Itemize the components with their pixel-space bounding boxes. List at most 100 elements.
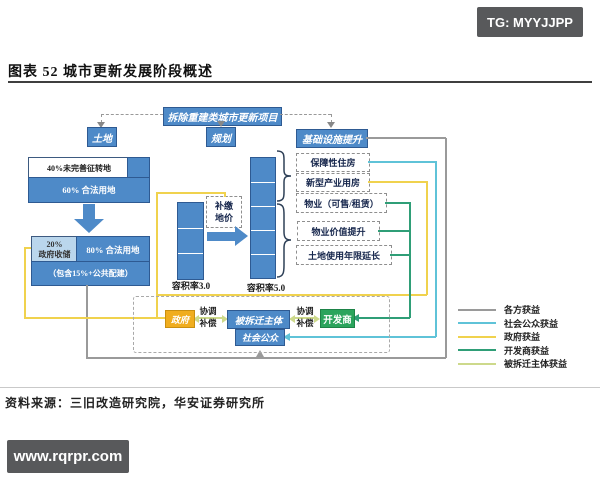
ratio-arrow-shaft — [207, 232, 235, 241]
party-government: 政府 — [165, 310, 195, 328]
gov-reserve-name: 政府收储 — [38, 249, 71, 259]
compensation-arrow-right-icon — [314, 314, 320, 323]
compensation-label-1: 协调 补偿 — [196, 305, 220, 329]
benefit-line-gov-left-v — [24, 247, 26, 318]
outcome-land-term-extension: 土地使用年限延长 — [296, 245, 392, 265]
public-arrow-left-icon — [283, 333, 290, 341]
outcome-property-value-up: 物业价值提升 — [297, 221, 380, 241]
party-public: 社会公众 — [235, 329, 285, 346]
source-line: 资料来源：三旧改造研究院，华安证券研究所 — [5, 396, 266, 410]
land-before-legal: 60% 合法用地 — [28, 177, 150, 203]
stage-infrastructure: 基础设施提升 — [296, 129, 368, 148]
benefit-line-dev-v — [409, 202, 411, 318]
benefit-line-all-right-v — [445, 138, 447, 358]
compensation-line-dev — [292, 317, 316, 319]
land-after-note: （包含15%+公共配建） — [31, 261, 150, 286]
legend-label-gov: 政府获益 — [504, 332, 541, 342]
tg-badge: TG: MYYJJPP — [477, 7, 583, 37]
benefit-line-gov-cross-h — [157, 294, 427, 296]
compensation-label-2: 协调 补偿 — [293, 305, 317, 329]
party-developer: 开发商 — [320, 309, 355, 328]
party-demolished-subject: 被拆迁主体 — [227, 310, 290, 329]
benefit-line-gov-bottom-h — [24, 317, 165, 319]
legend-item-dev: 开发商获益 — [458, 344, 549, 357]
title-underline — [8, 81, 592, 83]
dashed-connector-infra-h — [280, 114, 331, 115]
comp2-line2: 补偿 — [296, 318, 314, 328]
developer-arrow-left-icon — [352, 314, 359, 322]
premium-line1: 补缴 — [214, 201, 233, 211]
outcome-new-industry-space: 新型产业用房 — [296, 173, 370, 192]
compensation-arrow-left-icon — [289, 314, 295, 323]
tower-cell-divider — [178, 253, 203, 254]
legend-line-dev — [458, 349, 496, 351]
tower-plot-ratio-3 — [177, 202, 204, 280]
benefit-line-all-top-h — [366, 137, 446, 139]
benefit-line-dev-term-h — [390, 254, 410, 256]
legend-label-public: 社会公众获益 — [504, 318, 559, 329]
ratio-arrow-right-icon — [235, 226, 248, 246]
stakeholders-container — [133, 296, 390, 353]
legend-label-dev: 开发商获益 — [504, 345, 550, 356]
tower-cell-divider — [178, 228, 203, 229]
arrow-down-planning-icon — [217, 121, 225, 127]
premium-line2: 地价 — [214, 213, 233, 223]
benefit-line-gov-stub — [25, 247, 31, 249]
tower-cell-divider — [251, 254, 275, 255]
footer-divider — [0, 387, 600, 388]
transform-arrow-down-icon — [74, 219, 104, 233]
comp2-line1: 协调 — [296, 306, 314, 316]
legend-line-all — [458, 308, 496, 311]
compensation-arrow-right-icon — [222, 314, 228, 323]
dashed-connector-infra-v — [331, 114, 332, 123]
land-premium-box: 补缴地价 — [206, 196, 242, 228]
dashed-connector-land-h — [101, 114, 163, 115]
legend-line-gov — [458, 335, 496, 338]
legend-label-all: 各方获益 — [504, 305, 541, 315]
compensation-arrow-left-icon — [193, 314, 199, 323]
outcome-affordable-housing: 保障性住房 — [296, 153, 370, 172]
benefit-line-public-top — [368, 161, 436, 163]
legend-item-gov: 政府获益 — [458, 330, 540, 343]
comp1-line1: 协调 — [199, 306, 217, 316]
benefit-line-gov-premium-h — [157, 192, 225, 194]
site-badge: www.rqrpr.com — [7, 440, 129, 473]
compensation-line-gov — [197, 317, 224, 319]
arrow-down-land-icon — [97, 122, 105, 128]
dashed-connector-land-v — [101, 114, 102, 123]
comp1-line2: 补偿 — [199, 318, 217, 328]
legend-line-public — [458, 322, 496, 324]
tower-plot-ratio-5 — [250, 157, 276, 279]
gov-reserve-pct: 20% — [46, 239, 63, 249]
stage-land: 土地 — [87, 127, 117, 147]
tower-cell-divider — [251, 206, 275, 207]
plot-ratio-after-label: 容积率5.0 — [246, 283, 286, 293]
benefit-line-dev-value-h — [378, 230, 410, 232]
legend-item-all: 各方获益 — [458, 303, 540, 316]
tower-cell-divider — [251, 230, 275, 231]
legend-label-demolished: 被拆迁主体获益 — [504, 359, 568, 369]
figure-title: 图表 52 城市更新发展阶段概述 — [8, 65, 213, 80]
legend-item-public: 社会公众获益 — [458, 317, 558, 330]
tower-cell-divider — [251, 182, 275, 183]
legend-line-demolished — [458, 362, 496, 365]
arrow-down-infra-icon — [327, 122, 335, 128]
benefit-line-public-v — [435, 161, 437, 337]
benefit-line-gov-industry-h — [368, 181, 427, 183]
benefit-arrow-up-icon — [256, 350, 264, 357]
benefit-line-all-bottom-h — [86, 357, 446, 359]
plot-ratio-before-label: 容积率3.0 — [171, 281, 211, 291]
benefit-line-gov-mid-v — [156, 192, 158, 318]
legend-item-demolished: 被拆迁主体获益 — [458, 357, 567, 370]
benefit-line-dev-bottom-h — [357, 317, 410, 319]
transform-arrow-shaft — [83, 204, 95, 219]
benefit-line-dev-sale-h — [385, 202, 410, 204]
land-after-gov-reserve: 20%政府收储 — [31, 236, 78, 263]
benefit-line-public-bottom — [288, 336, 436, 338]
land-after-legal: 80% 合法用地 — [76, 236, 150, 263]
brace-lower-icon — [276, 203, 292, 278]
stage-planning: 规划 — [206, 127, 236, 147]
outcome-property-sale-lease: 物业（可售/租赁） — [296, 193, 387, 213]
brace-upper-icon — [276, 150, 292, 202]
